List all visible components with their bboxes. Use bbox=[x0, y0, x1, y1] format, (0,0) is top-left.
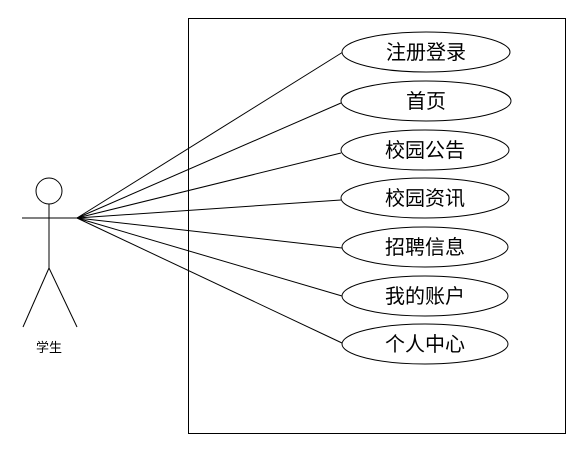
association-line-6 bbox=[76, 217, 343, 297]
use-case-label: 个人中心 bbox=[385, 332, 465, 356]
association-lines bbox=[76, 51, 344, 344]
use-case-campus-notice[interactable]: 校园公告 bbox=[340, 129, 510, 171]
association-line-2 bbox=[76, 102, 342, 219]
use-case-recruitment-info[interactable]: 招聘信息 bbox=[341, 226, 509, 268]
use-case-my-account[interactable]: 我的账户 bbox=[341, 275, 509, 317]
actor-student[interactable]: 学生 bbox=[22, 177, 78, 356]
use-case-label: 注册登录 bbox=[386, 40, 466, 64]
use-case-ellipse bbox=[341, 275, 509, 317]
use-case-label: 我的账户 bbox=[385, 284, 465, 308]
use-case-label: 校园资讯 bbox=[385, 186, 465, 210]
use-case-label: 校园公告 bbox=[385, 138, 465, 162]
use-case-home[interactable]: 首页 bbox=[340, 80, 512, 122]
use-case-ellipse bbox=[341, 323, 509, 365]
system-boundary bbox=[188, 18, 566, 434]
use-case-ellipse bbox=[340, 80, 512, 122]
association-line-1 bbox=[76, 51, 344, 219]
use-case-ellipse bbox=[340, 177, 510, 219]
use-case-ellipse bbox=[341, 226, 509, 268]
association-line-3 bbox=[76, 152, 342, 219]
use-case-label: 招聘信息 bbox=[385, 235, 465, 259]
use-case-campus-news[interactable]: 校园资讯 bbox=[340, 177, 510, 219]
use-case-ellipse bbox=[341, 31, 511, 73]
association-line-7 bbox=[76, 217, 343, 344]
association-line-4 bbox=[76, 199, 342, 219]
use-case-personal-center[interactable]: 个人中心 bbox=[341, 323, 509, 365]
association-line-5 bbox=[76, 217, 343, 249]
use-case-label: 首页 bbox=[406, 89, 446, 113]
actor-name: 学生 bbox=[36, 340, 62, 356]
actor-left-leg bbox=[22, 267, 50, 328]
use-case-register-login[interactable]: 注册登录 bbox=[341, 31, 511, 73]
use-case-ellipse bbox=[340, 129, 510, 171]
actor-head bbox=[35, 177, 63, 205]
actor-right-leg bbox=[48, 267, 78, 328]
